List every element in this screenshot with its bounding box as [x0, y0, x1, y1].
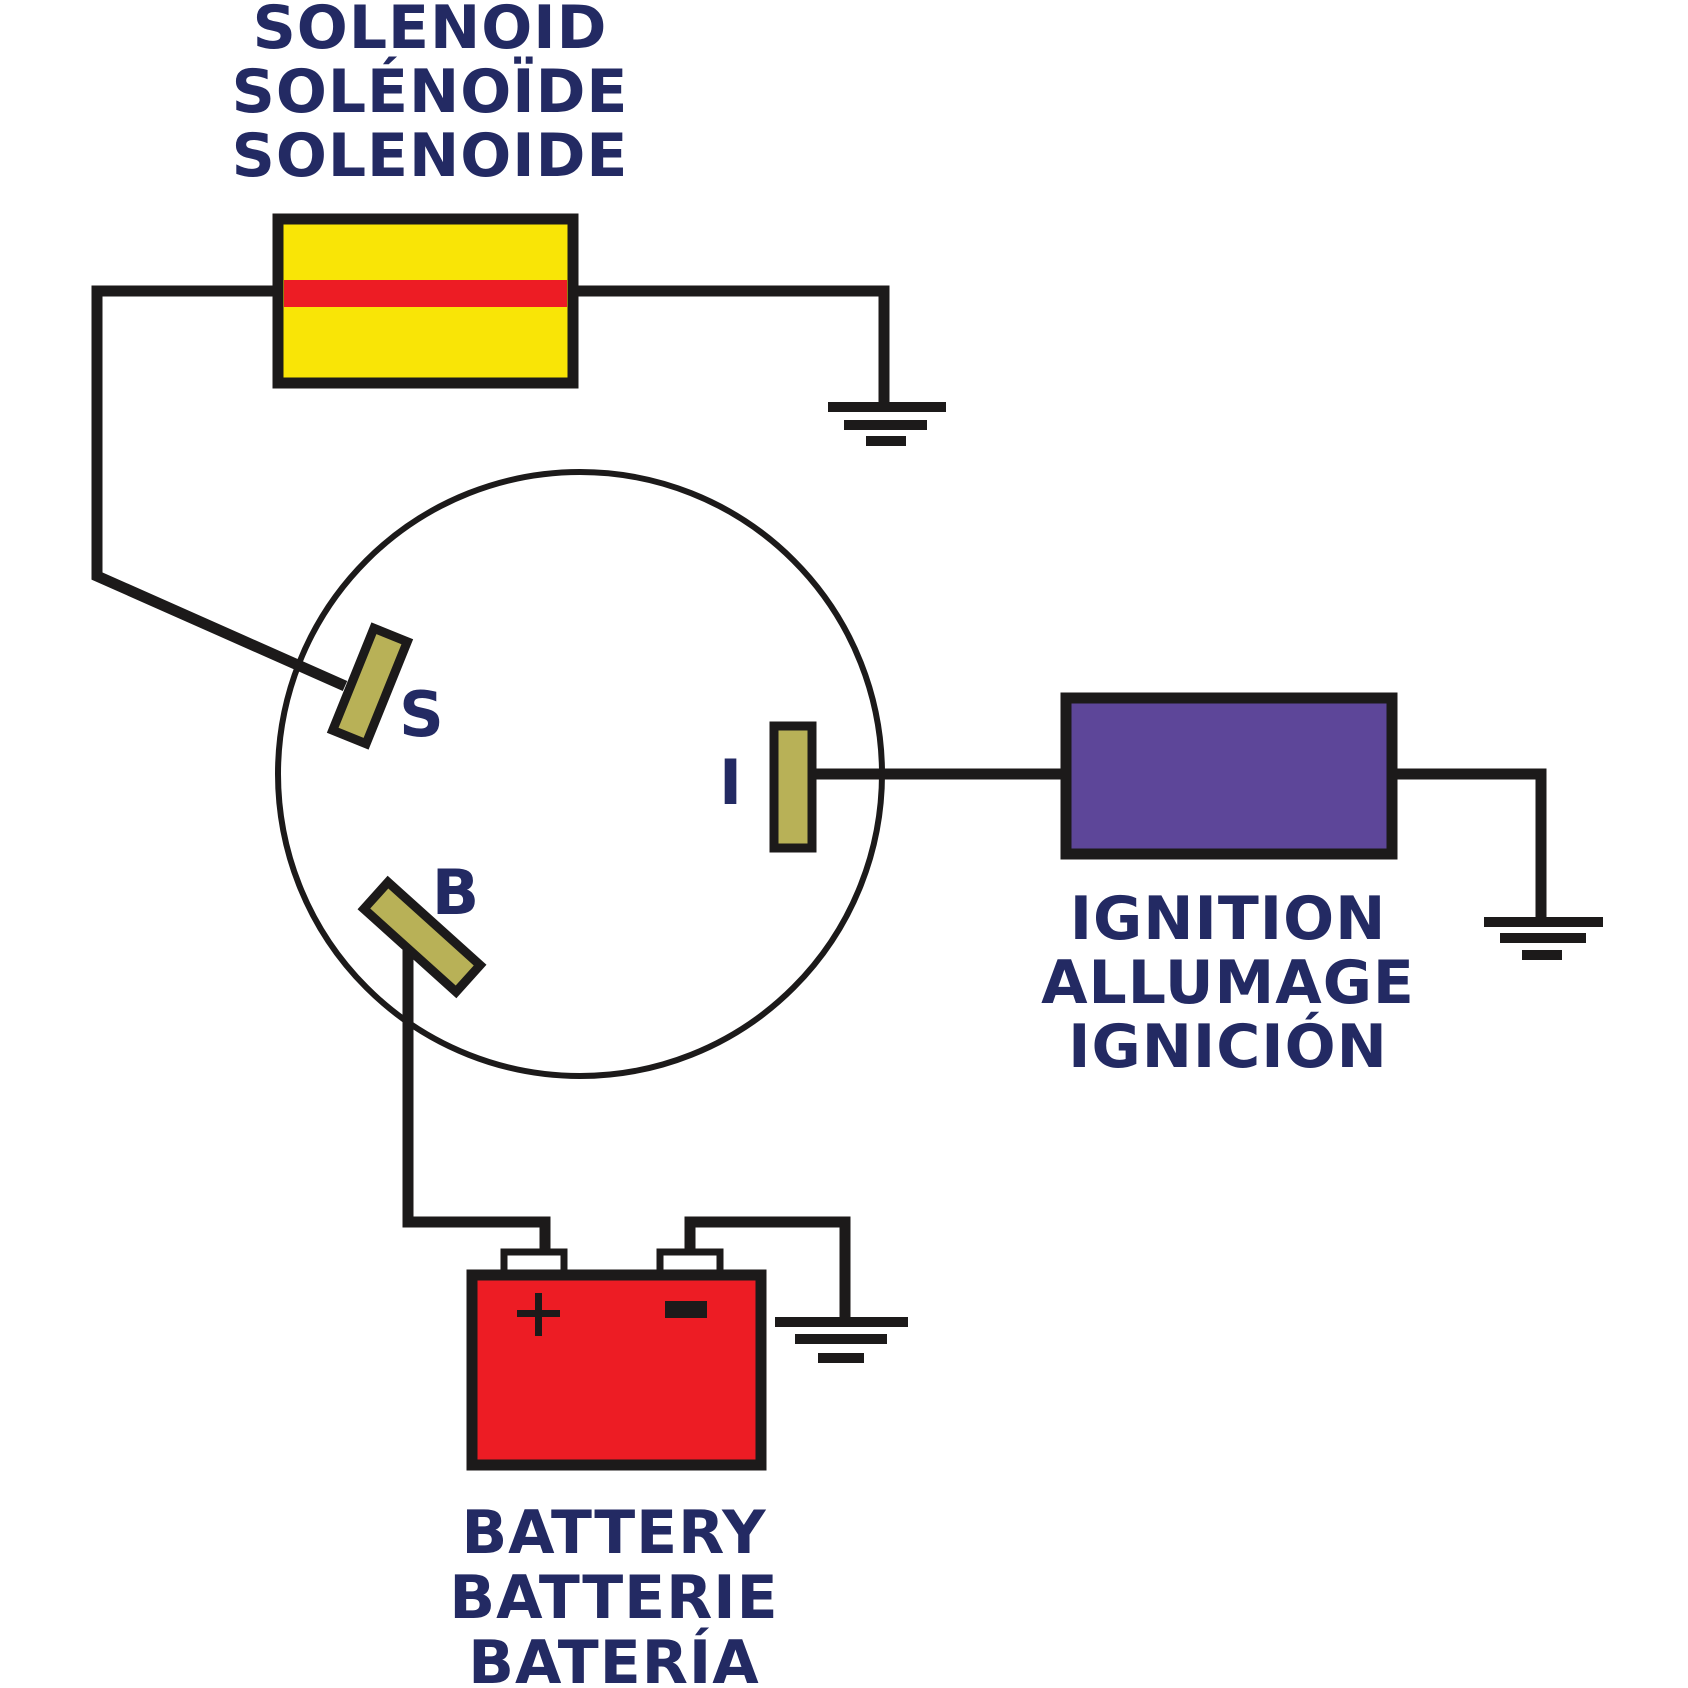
terminal-b-label: B — [432, 856, 480, 929]
battery-component — [466, 1269, 767, 1471]
battery-label: BATTERY BATTERIE BATERÍA — [449, 1498, 778, 1688]
solenoid-label-line-2: SOLÉNOÏDE — [232, 55, 629, 127]
wire-ignition-to-ground — [1390, 768, 1547, 925]
terminal-i-label: I — [719, 746, 743, 819]
solenoid-ground-icon — [828, 402, 946, 446]
battery-ground-icon — [775, 1317, 908, 1363]
battery-plus-icon — [517, 1293, 560, 1336]
battery-label-line-3: BATERÍA — [468, 1626, 759, 1688]
wire-b-to-battery — [402, 950, 551, 1258]
terminal-b — [357, 875, 487, 999]
ignition-component — [1060, 692, 1398, 860]
terminal-b-contact — [357, 875, 487, 999]
ignition-label: IGNITION ALLUMAGE IGNICIÓN — [1041, 884, 1415, 1082]
ignition-label-line-3: IGNICIÓN — [1068, 1011, 1388, 1082]
ignition-ground-icon — [1484, 917, 1603, 960]
solenoid-label-line-1: SOLENOID — [253, 0, 608, 63]
solenoid-band — [284, 280, 567, 307]
battery-label-line-2: BATTERIE — [449, 1563, 778, 1633]
battery-label-line-1: BATTERY — [461, 1498, 767, 1568]
battery-minus-icon — [665, 1301, 707, 1318]
ignition-label-line-1: IGNITION — [1070, 884, 1387, 954]
wire-battery-to-ground — [684, 1216, 851, 1322]
solenoid-label-line-3: SOLENOIDE — [232, 121, 629, 191]
terminal-s — [326, 622, 414, 750]
terminal-i-contact — [769, 721, 817, 853]
wire-solenoid-to-ground — [576, 285, 890, 408]
ignition-label-line-2: ALLUMAGE — [1041, 948, 1415, 1018]
terminal-s-label: S — [399, 678, 445, 751]
wire-solenoid-to-s — [91, 285, 348, 692]
terminal-s-contact — [326, 622, 414, 750]
solenoid-component — [272, 213, 579, 389]
solenoid-label: SOLENOID SOLÉNOÏDE SOLENOIDE — [232, 0, 629, 191]
